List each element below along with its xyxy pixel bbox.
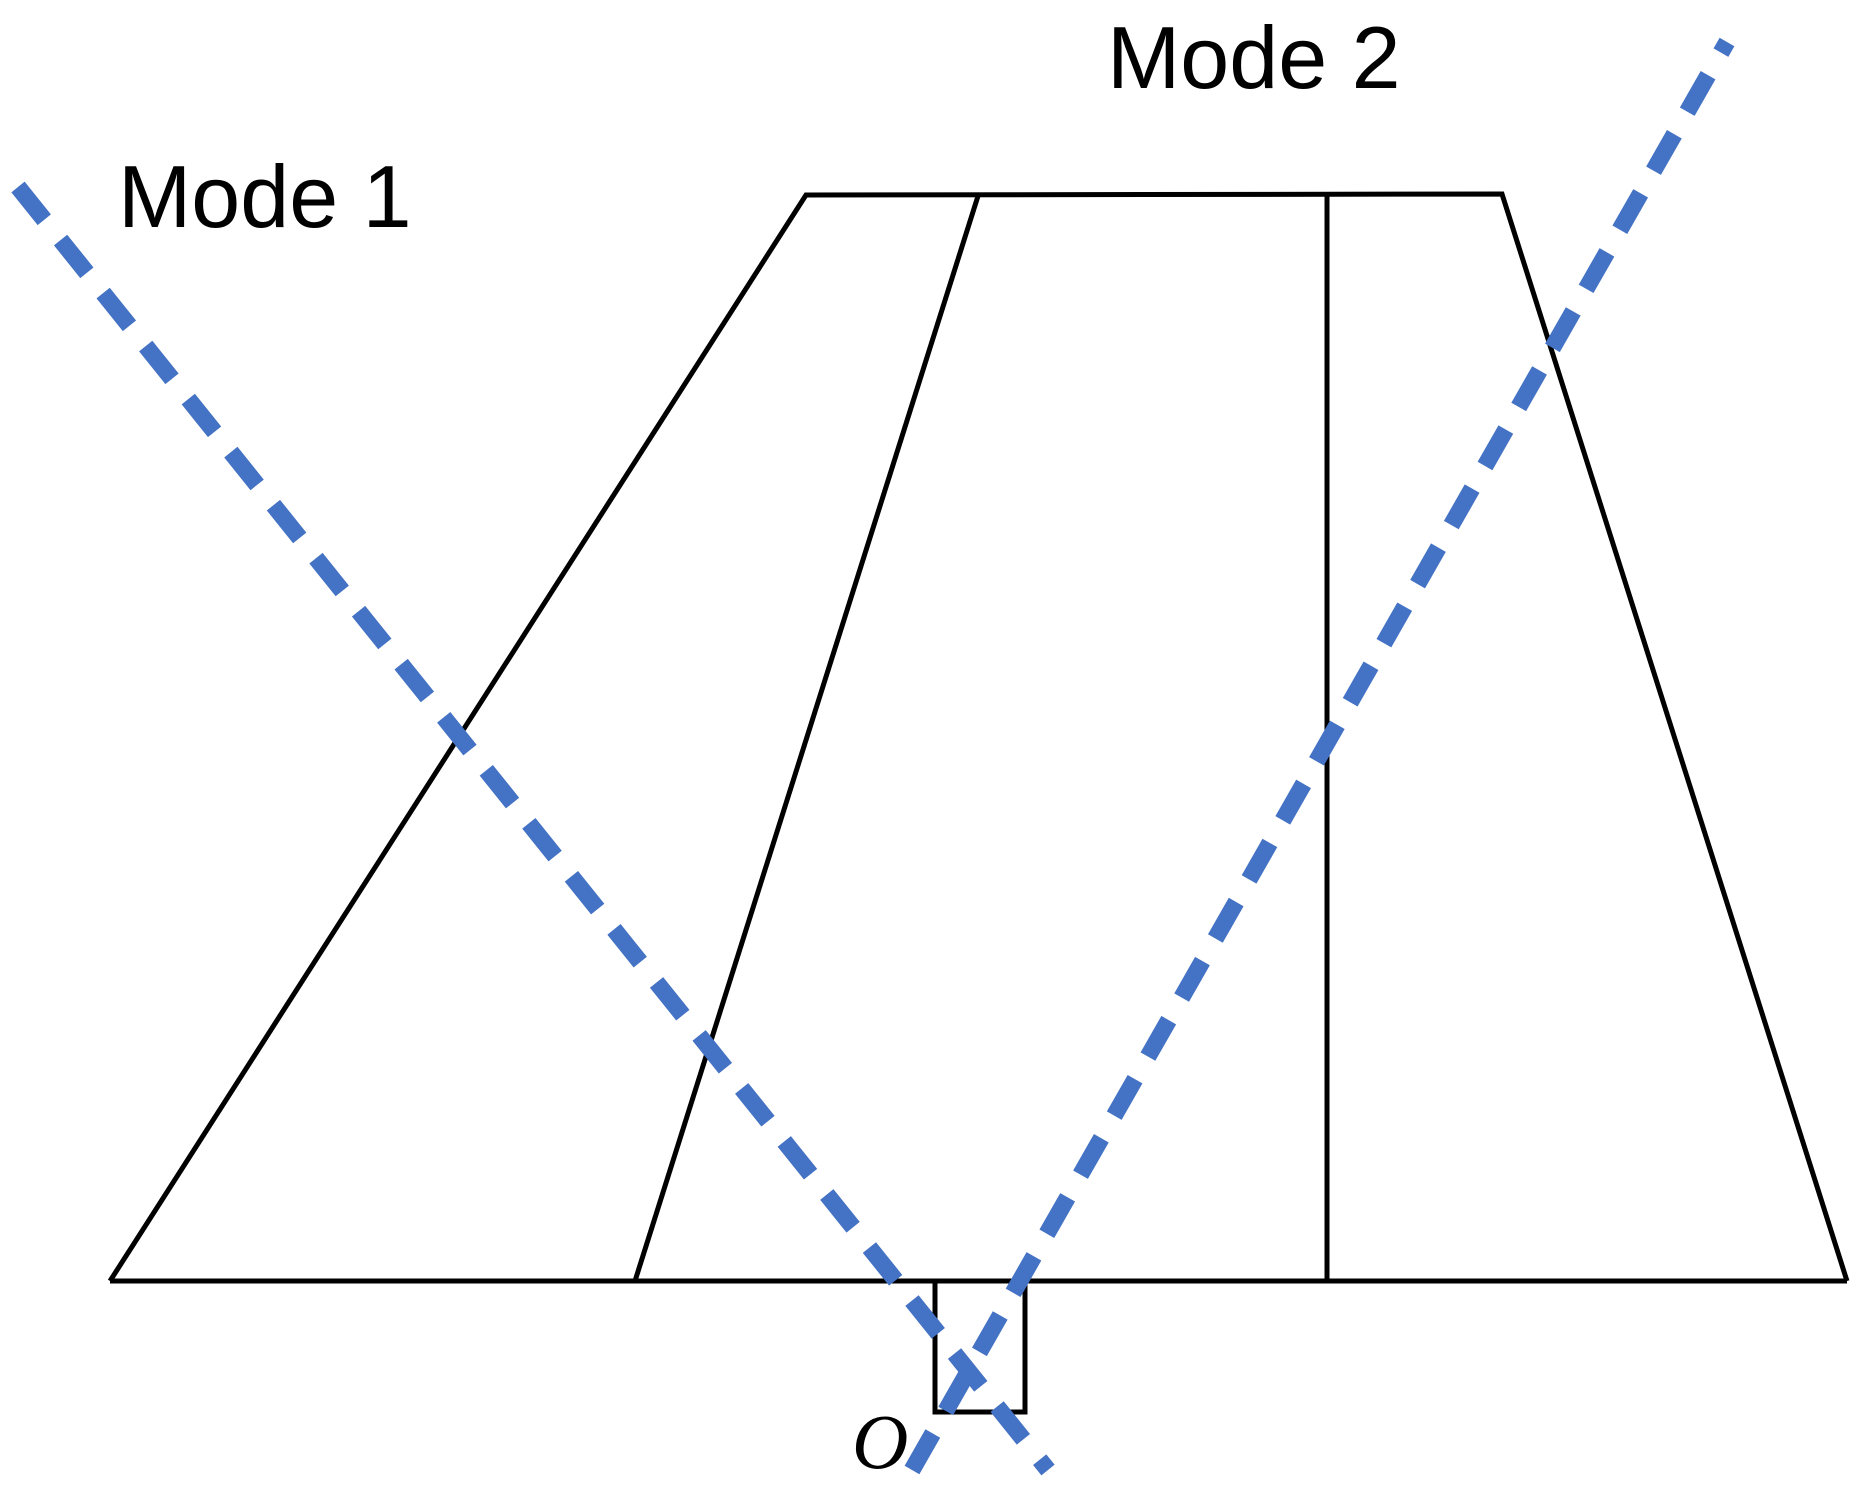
base-block-rectangle: [932, 1278, 1028, 1415]
trapezoid-outline: [107, 191, 1850, 1283]
mode1-dashed-line: [11, 181, 1055, 1476]
mode1-label: Mode 1: [118, 147, 412, 246]
mode2-label: Mode 2: [1107, 8, 1401, 107]
interior-slanted-line: [632, 195, 981, 1282]
origin-label: O: [852, 1398, 908, 1485]
mode2-dashed-line: [904, 37, 1735, 1475]
